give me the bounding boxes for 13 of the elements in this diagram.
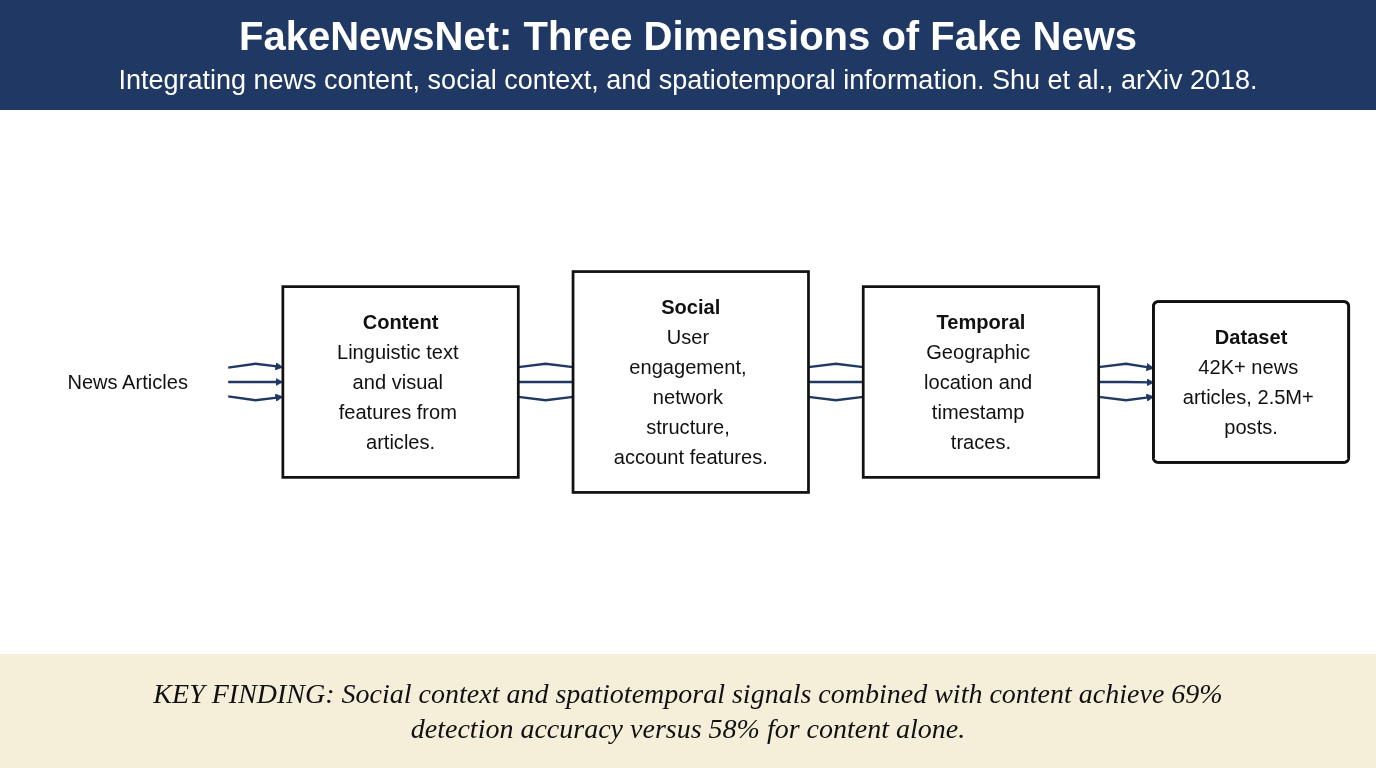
- node-box: Social User engagement, network structure, account features.: [571, 270, 810, 494]
- node-box: Content Linguistic text and visual features from articles.: [281, 285, 520, 479]
- node-text: News Articles: [67, 370, 188, 394]
- subtitle: Integrating news content, social context, and spatiotemporal information. Shu et al., arXiv 2018.: [118, 65, 1258, 96]
- connector: [518, 380, 574, 384]
- connector: [518, 395, 574, 402]
- connector: [518, 362, 574, 369]
- connector: [808, 395, 864, 402]
- connector: [808, 380, 864, 384]
- title: FakeNewsNet: Three Dimensions of Fake News: [238, 14, 1138, 59]
- node-box: Temporal Geographic location and timestamp traces.: [861, 285, 1101, 479]
- connector: [808, 362, 864, 369]
- caption: KEY FINDING: Social context and spatiotemporal signals combined with content achieve 69% detection accuracy versus 58% for content alone.: [152, 677, 1224, 746]
